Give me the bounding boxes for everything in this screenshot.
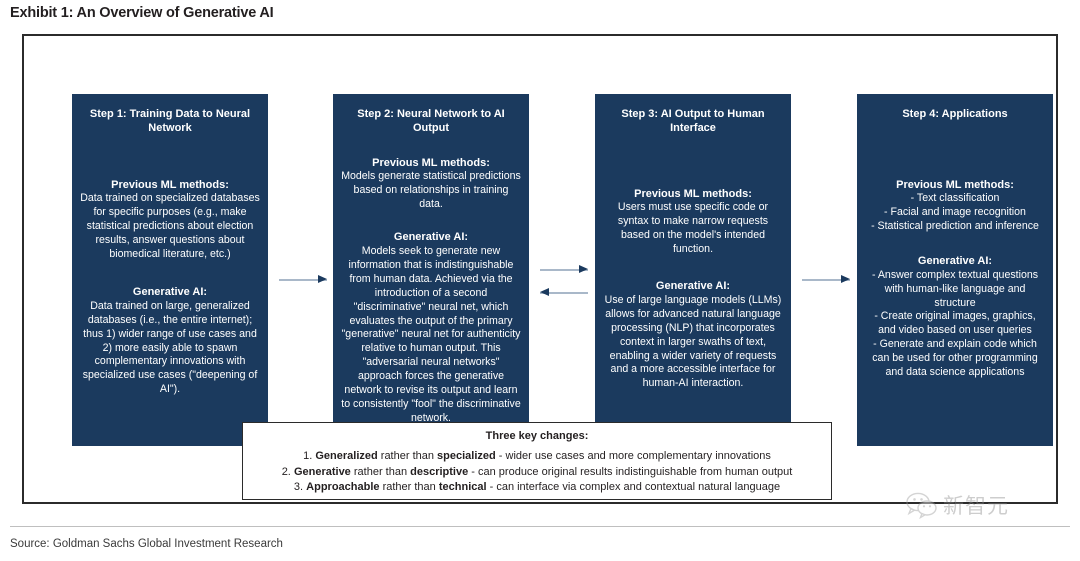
arrow-shaft (540, 292, 588, 294)
key-change-2-mid: rather than (350, 465, 411, 478)
key-change-3-bold-b: technical (438, 481, 487, 494)
step-3-previous-label: Previous ML methods: (634, 188, 752, 201)
step-box-4: Step 4: Applications Previous ML methods… (857, 94, 1053, 446)
step-1-generative-label: Generative AI: (132, 286, 208, 299)
arrow-right-icon-step1-step2 (279, 275, 327, 284)
step-3-generative-section: Generative AI: Use of large language mod… (601, 279, 785, 391)
wechat-icon (906, 492, 937, 519)
step-1-previous-label: Previous ML methods: (111, 179, 229, 192)
step-3-previous-section: Previous ML methods: Users must use spec… (601, 187, 785, 257)
key-change-1-rest: - wider use cases and more complementary… (495, 450, 771, 462)
step-1-generative-body: Data trained on large, generalized datab… (82, 299, 258, 396)
key-change-3-bold-a: Approachable (306, 481, 380, 494)
arrow-shaft (802, 279, 850, 281)
step-box-2: Step 2: Neural Network to AI Output Prev… (333, 94, 529, 446)
key-change-2-number: 2. (281, 465, 291, 478)
arrow-head (540, 288, 549, 296)
key-change-2-bold-a: Generative (293, 465, 351, 478)
step-1-generative-section: Generative AI: Data trained on large, ge… (78, 285, 262, 397)
step-2-generative-body: Models seek to generate new information … (341, 244, 521, 425)
key-change-1-bold-a: Generalized (315, 450, 378, 462)
arrow-right-icon-step2-step3 (540, 265, 588, 274)
watermark: 新智元 (905, 490, 1009, 520)
key-change-3-number: 3. (293, 481, 304, 494)
key-change-item-3: 3. Approachable rather than technical - … (243, 480, 831, 496)
arrow-head (579, 265, 588, 273)
step-4-generative-body: - Answer complex textual questions with … (871, 268, 1039, 379)
step-box-3: Step 3: AI Output to Human Interface Pre… (595, 94, 791, 446)
arrow-head (841, 275, 850, 283)
step-2-generative-section: Generative AI: Models seek to generate n… (339, 230, 523, 426)
key-change-3-mid: rather than (379, 481, 439, 494)
key-change-2-rest: - can produce original results indisting… (468, 465, 793, 478)
step-2-previous-label: Previous ML methods: (372, 157, 490, 170)
key-change-1-number: 1. (303, 450, 313, 462)
step-2-previous-body: Models generate statistical predictions … (341, 170, 521, 211)
arrow-right-icon-step3-step4 (802, 275, 850, 284)
watermark-text: 新智元 (943, 494, 1009, 518)
step-4-previous-body: - Text classification - Facial and image… (871, 192, 1039, 233)
step-1-previous-section: Previous ML methods: Data trained on spe… (78, 178, 262, 262)
step-3-header: Step 3: AI Output to Human Interface (621, 108, 765, 135)
source-divider (10, 526, 1070, 527)
step-2-previous-section: Previous ML methods: Models generate sta… (339, 156, 523, 212)
step-4-generative-label: Generative AI: (917, 255, 993, 268)
step-4-previous-section: Previous ML methods: - Text classificati… (863, 178, 1047, 234)
step-box-1: Step 1: Training Data to Neural Network … (72, 94, 268, 446)
key-changes-box: Three key changes: 1. Generalized rather… (242, 422, 832, 500)
key-change-2-bold-b: descriptive (410, 465, 469, 478)
arrow-shaft (540, 269, 588, 271)
step-1-header: Step 1: Training Data to Neural Network (89, 108, 251, 135)
step-3-generative-label: Generative AI: (655, 280, 731, 293)
arrow-shaft (279, 279, 327, 281)
source-note: Source: Goldman Sachs Global Investment … (10, 538, 283, 550)
key-change-item-2: 2. Generative rather than descriptive - … (243, 465, 831, 481)
step-1-previous-body: Data trained on specialized databases fo… (80, 192, 260, 261)
step-3-generative-body: Use of large language models (LLMs) allo… (604, 293, 782, 390)
step-4-generative-section: Generative AI: - Answer complex textual … (863, 254, 1047, 380)
step-3-previous-body: Users must use specific code or syntax t… (617, 201, 769, 256)
key-change-3-rest: - can interface via complex and contextu… (486, 481, 781, 494)
key-changes-title: Three key changes: (485, 430, 589, 442)
key-change-item-1: 1. Generalized rather than specialized -… (243, 449, 831, 465)
step-2-generative-label: Generative AI: (393, 231, 469, 244)
diagram-frame: Step 1: Training Data to Neural Network … (22, 34, 1058, 504)
step-2-header: Step 2: Neural Network to AI Output (357, 108, 505, 135)
key-change-1-bold-b: specialized (437, 450, 496, 462)
arrow-head (318, 275, 327, 283)
step-4-header: Step 4: Applications (902, 108, 1008, 120)
exhibit-title: Exhibit 1: An Overview of Generative AI (10, 5, 274, 21)
arrow-left-icon-step3-step2 (540, 288, 588, 297)
step-4-previous-label: Previous ML methods: (896, 179, 1014, 192)
key-change-1-mid: rather than (377, 450, 438, 462)
